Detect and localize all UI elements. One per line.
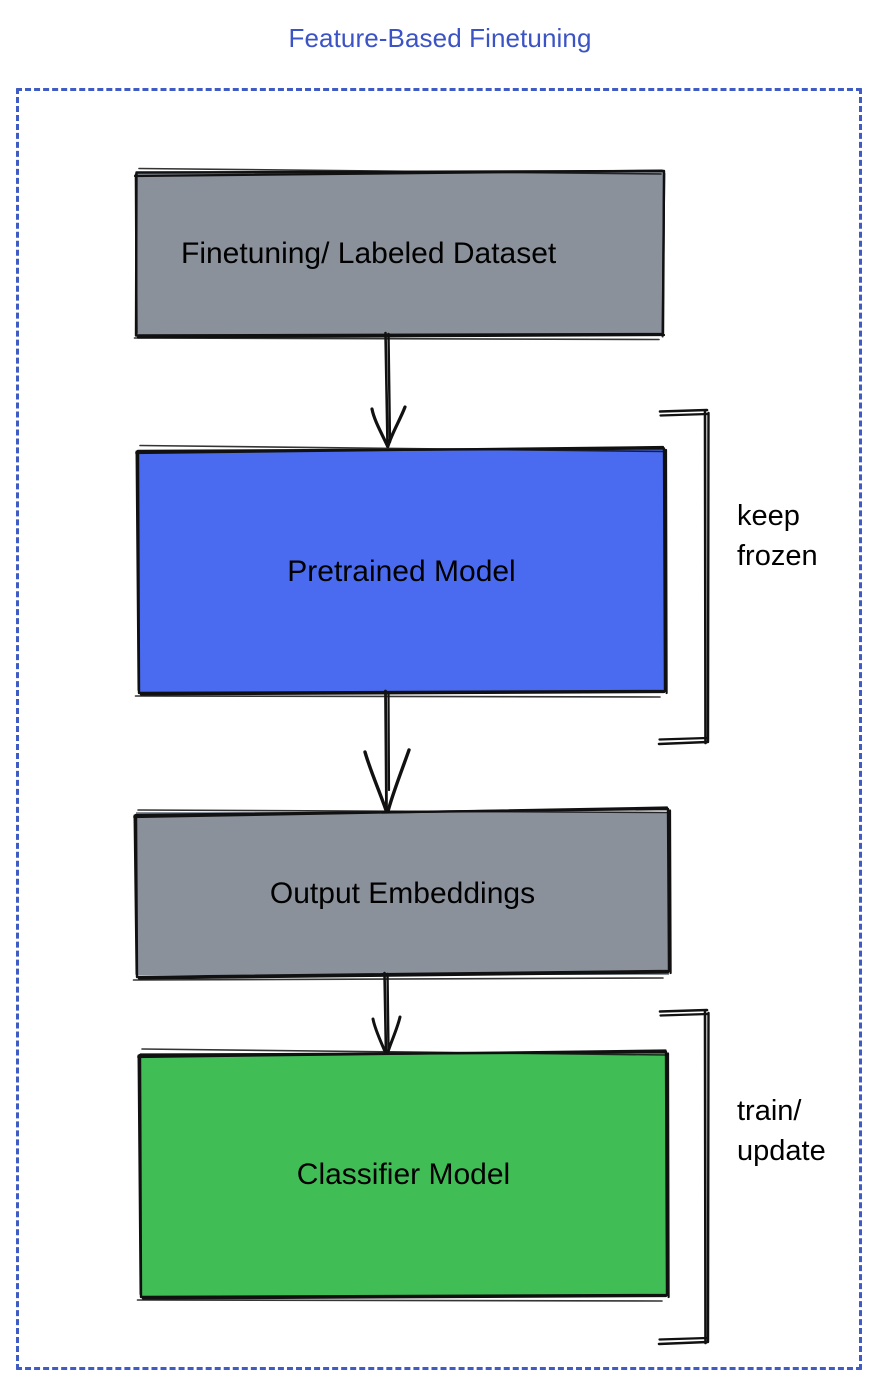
annotation-keep-frozen: keep frozen	[737, 500, 818, 572]
node-classifier-model[interactable]: Classifier Model	[136, 1048, 670, 1302]
dashed-frame-border	[16, 88, 862, 1370]
node-finetuning-labeled-dataset[interactable]: Finetuning/ Labeled Dataset	[133, 167, 666, 341]
page-title: Feature-Based Finetuning	[288, 23, 592, 53]
node-label: Pretrained Model	[287, 554, 516, 588]
node-output-embeddings[interactable]: Output Embeddings	[132, 806, 672, 981]
node-label: Finetuning/ Labeled Dataset	[181, 236, 557, 270]
node-label: Output Embeddings	[269, 876, 536, 910]
node-pretrained-model[interactable]: Pretrained Model	[134, 444, 668, 698]
annotation-train-update: train/ update	[737, 1095, 826, 1167]
node-label: Classifier Model	[296, 1157, 511, 1191]
